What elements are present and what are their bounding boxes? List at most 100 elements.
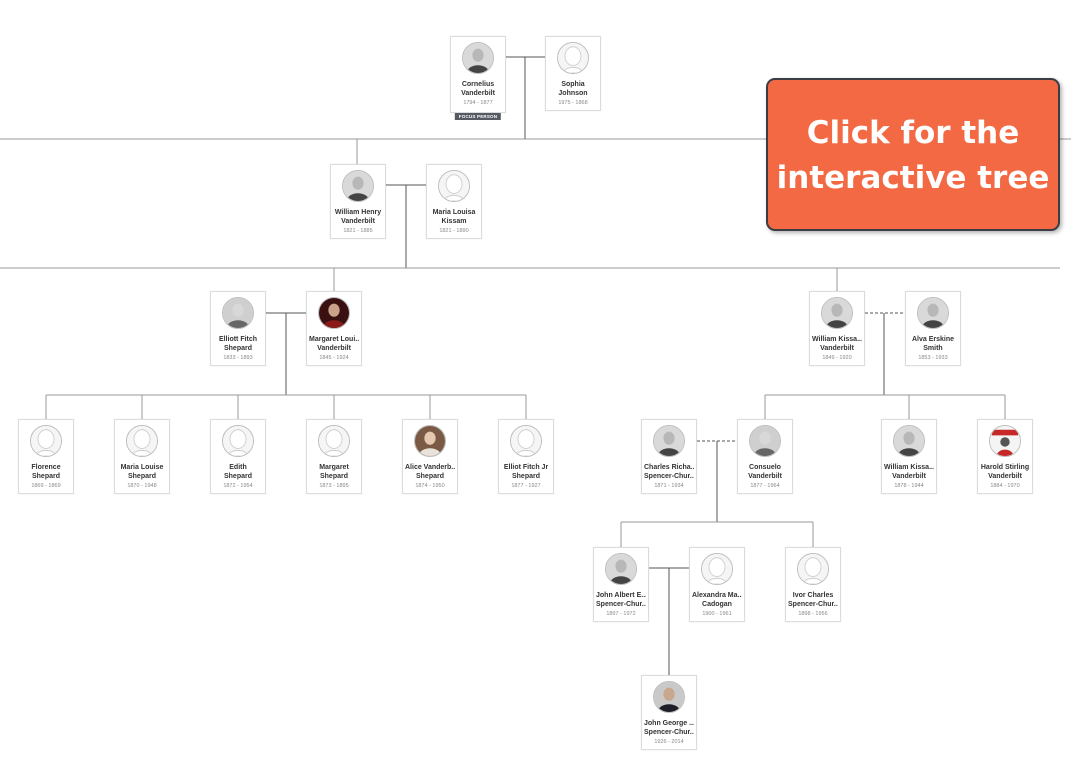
person-years: 1878 - 1944 (894, 483, 924, 489)
portrait-icon (318, 297, 350, 329)
person-last-name: Shepard (223, 473, 252, 480)
person-first-name: Maria Louisa (432, 209, 476, 216)
person-years: 1898 - 1956 (798, 611, 828, 617)
cta-line-2: interactive tree (776, 160, 1050, 196)
avatar-placeholder-icon (318, 425, 350, 457)
person-card-margaret-louisa-vanderbilt[interactable]: Margaret Loui... Vanderbilt 1845 - 1924 (306, 291, 362, 366)
person-years: 1871 - 1934 (654, 483, 684, 489)
person-last-name: Shepard (511, 473, 540, 480)
portrait-icon (653, 425, 685, 457)
avatar-placeholder-icon (510, 425, 542, 457)
person-first-name: Ivor Charles (792, 592, 834, 599)
person-years: 1877 - 1927 (511, 483, 541, 489)
person-last-name: Shepard (31, 473, 60, 480)
person-last-name: Spencer-Chur... (788, 601, 838, 608)
person-first-name: Harold Stirling (980, 464, 1030, 471)
person-last-name: Smith (923, 345, 943, 352)
person-first-name: Alice Vanderb... (405, 464, 455, 471)
person-first-name: Cornelius (461, 81, 495, 88)
person-years: 1926 - 2014 (654, 739, 684, 745)
person-card-john-george-spencer-churchill[interactable]: John George ...Spencer-Chur... 1926 - 20… (641, 675, 697, 750)
person-last-name: Vanderbilt (461, 90, 495, 97)
person-last-name: Kissam (441, 218, 467, 225)
avatar-placeholder-icon (30, 425, 62, 457)
person-years: 1845 - 1924 (319, 355, 349, 361)
person-first-name: Margaret Loui... (309, 336, 359, 343)
person-first-name: Margaret (319, 464, 349, 471)
person-years: 1853 - 1933 (918, 355, 948, 361)
person-first-name: Alva Erskine (911, 336, 955, 343)
focus-person-badge: FOCUS PERSON (454, 113, 502, 120)
person-last-name: Johnson (558, 90, 588, 97)
avatar-placeholder-icon (438, 170, 470, 202)
person-card-william-kissam-vanderbilt-ii[interactable]: William Kissa... Vanderbilt 1878 - 1944 (881, 419, 937, 494)
person-last-name: Shepard (127, 473, 156, 480)
avatar-placeholder-icon (222, 425, 254, 457)
portrait-icon (342, 170, 374, 202)
person-years: 1849 - 1920 (822, 355, 852, 361)
person-last-name: Shepard (319, 473, 348, 480)
person-last-name: Vanderbilt (892, 473, 926, 480)
person-first-name: Edith (229, 464, 247, 471)
person-last-name: Vanderbilt (341, 218, 375, 225)
person-last-name: Spencer-Chur... (596, 601, 646, 608)
avatar-placeholder-icon (701, 553, 733, 585)
person-years: 1821 - 1885 (343, 228, 373, 234)
portrait-icon (893, 425, 925, 457)
person-years: 1897 - 1972 (606, 611, 636, 617)
person-years: 1833 - 1893 (223, 355, 253, 361)
person-card-john-albert-spencer-churchill[interactable]: John Albert E... Spencer-Chur... 1897 - 1… (593, 547, 649, 622)
person-first-name: Florence (31, 464, 61, 471)
person-first-name: William Henry (334, 209, 382, 216)
cta-line-1: Click for the (806, 115, 1020, 151)
portrait-icon (821, 297, 853, 329)
person-last-name: Shepard (223, 345, 252, 352)
person-first-name: Elliott Fitch (218, 336, 258, 343)
person-years: 1900 - 1961 (702, 611, 732, 617)
person-years: 1872 - 1954 (223, 483, 253, 489)
person-first-name: John Albert E... (596, 592, 646, 599)
person-last-name: Vanderbilt (988, 473, 1022, 480)
person-last-name: Shepard (415, 473, 444, 480)
interactive-tree-cta-button[interactable]: Click for the interactive tree (766, 78, 1060, 231)
person-last-name: Vanderbilt (317, 345, 351, 352)
person-years: 1975 - 1868 (558, 100, 588, 106)
person-years: 1877 - 1964 (750, 483, 780, 489)
person-first-name: Alexandra Ma... (692, 592, 742, 599)
person-first-name: William Kissa... (884, 464, 934, 471)
person-first-name: Consuelo (749, 464, 781, 471)
person-years: 1873 - 1895 (319, 483, 349, 489)
person-card-alexandra-cadogan[interactable]: Alexandra Ma...Cadogan 1900 - 1961 (689, 547, 745, 622)
portrait-icon (222, 297, 254, 329)
portrait-icon (917, 297, 949, 329)
person-last-name: Spencer-Chur... (644, 473, 694, 480)
portrait-icon (605, 553, 637, 585)
person-years: 1874 - 1950 (415, 483, 445, 489)
person-first-name: Sophia (561, 81, 585, 88)
portrait-icon (462, 42, 494, 74)
person-first-name: Charles Richa... (644, 464, 694, 471)
person-last-name: Vanderbilt (748, 473, 782, 480)
avatar-placeholder-icon (797, 553, 829, 585)
person-first-name: Maria Louise (120, 464, 164, 471)
person-card-charles-richard-spencer-churchill[interactable]: Charles Richa... Spencer-Chur... 1871 - 1… (641, 419, 697, 494)
person-years: 1821 - 1890 (439, 228, 469, 234)
person-card-william-kissam-vanderbilt[interactable]: William Kissa...Vanderbilt 1849 - 1920 (809, 291, 865, 366)
person-card-alice-vanderbilt-shepard[interactable]: Alice Vanderb... Shepard 1874 - 1950 (402, 419, 458, 494)
person-years: 1869 - 1869 (31, 483, 61, 489)
portrait-icon (653, 681, 685, 713)
